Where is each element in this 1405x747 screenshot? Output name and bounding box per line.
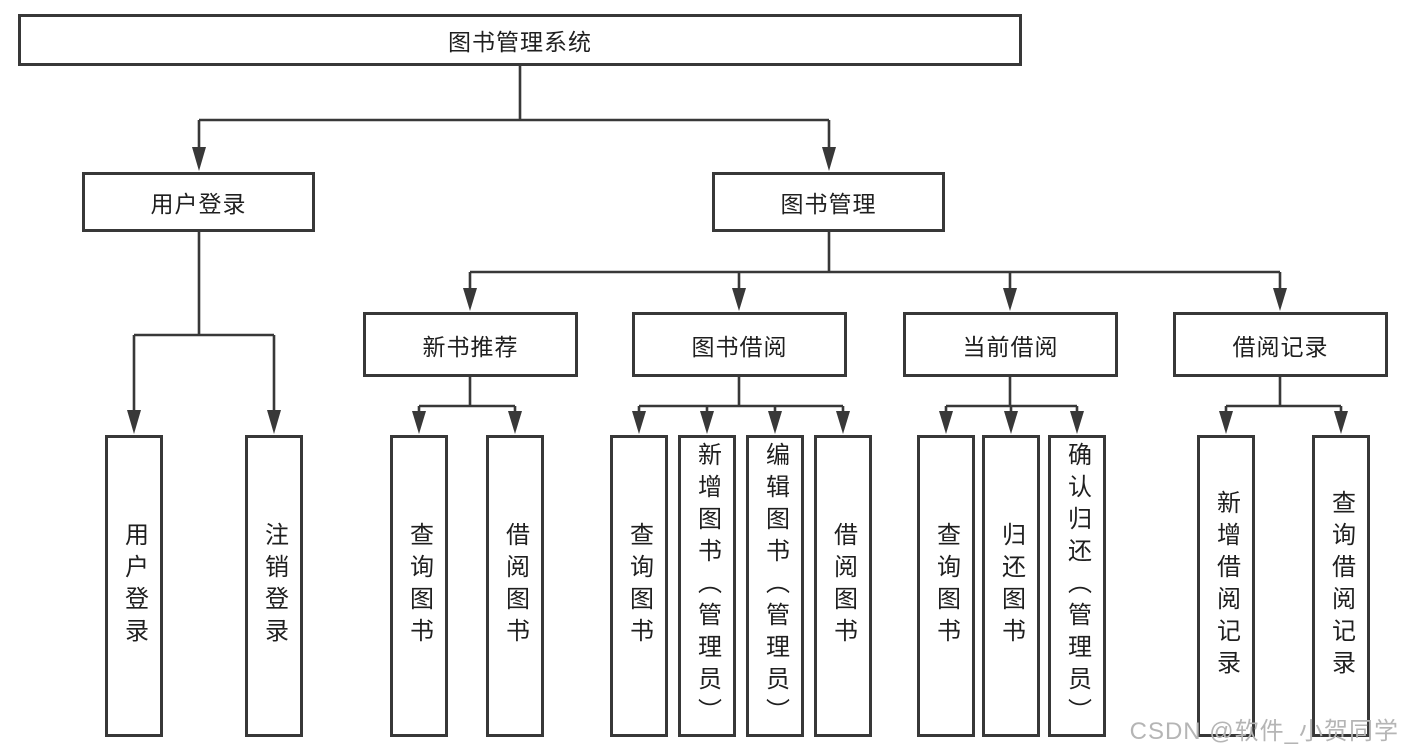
leaf-user-login-label: 用户登录 <box>120 522 148 650</box>
node-new-book-recommend-label: 新书推荐 <box>422 333 519 360</box>
leaf-query-books-current-label: 查询图书 <box>932 522 960 650</box>
node-book-borrow: 图书借阅 <box>632 312 847 377</box>
leaf-confirm-return-admin: 确认归还（管理员） <box>1048 435 1106 737</box>
leaf-query-books-borrow: 查询图书 <box>610 435 668 737</box>
leaf-user-login: 用户登录 <box>105 435 163 737</box>
node-borrow-records-label: 借阅记录 <box>1232 333 1329 360</box>
node-borrow-records: 借阅记录 <box>1173 312 1388 377</box>
leaf-logout-label: 注销登录 <box>260 522 288 650</box>
leaf-add-borrow-record: 新增借阅记录 <box>1197 435 1255 737</box>
leaf-add-book-admin-label: 新增图书（管理员） <box>693 442 721 730</box>
leaf-query-books-current: 查询图书 <box>917 435 975 737</box>
node-current-borrow-label: 当前借阅 <box>962 333 1059 360</box>
leaf-edit-book-admin: 编辑图书（管理员） <box>746 435 804 737</box>
leaf-borrow-books-borrow: 借阅图书 <box>814 435 872 737</box>
leaf-query-books-recommend-label: 查询图书 <box>405 522 433 650</box>
leaf-logout: 注销登录 <box>245 435 303 737</box>
leaf-add-borrow-record-label: 新增借阅记录 <box>1212 490 1240 682</box>
leaf-query-borrow-record-label: 查询借阅记录 <box>1327 490 1355 682</box>
leaf-query-books-recommend: 查询图书 <box>390 435 448 737</box>
leaf-borrow-books-recommend: 借阅图书 <box>486 435 544 737</box>
leaf-query-borrow-record: 查询借阅记录 <box>1312 435 1370 737</box>
leaf-confirm-return-admin-label: 确认归还（管理员） <box>1063 442 1091 730</box>
leaf-return-books-label: 归还图书 <box>997 522 1025 650</box>
wire-bookmgmt-to-level3 <box>468 232 1282 290</box>
leaf-borrow-books-borrow-label: 借阅图书 <box>829 522 857 650</box>
node-new-book-recommend: 新书推荐 <box>363 312 578 377</box>
node-user-login: 用户登录 <box>82 172 315 232</box>
wire-borrow-to-leaves <box>637 377 845 412</box>
wire-root-to-level2 <box>197 66 831 150</box>
wire-records-to-leaves <box>1224 377 1343 412</box>
node-root-label: 图书管理系统 <box>448 29 592 55</box>
arrowheads <box>127 147 1348 434</box>
leaf-edit-book-admin-label: 编辑图书（管理员） <box>761 442 789 730</box>
node-current-borrow: 当前借阅 <box>903 312 1118 377</box>
node-user-login-label: 用户登录 <box>150 191 247 217</box>
node-book-management-label: 图书管理 <box>780 191 877 217</box>
leaf-borrow-books-recommend-label: 借阅图书 <box>501 522 529 650</box>
node-book-borrow-label: 图书借阅 <box>691 333 788 360</box>
node-book-management: 图书管理 <box>712 172 945 232</box>
leaf-return-books: 归还图书 <box>982 435 1040 737</box>
leaf-add-book-admin: 新增图书（管理员） <box>678 435 736 737</box>
wire-current-to-leaves <box>944 377 1079 412</box>
watermark: CSDN @软件_小贺同学 <box>1129 718 1399 745</box>
wire-recommend-to-leaves <box>417 377 517 412</box>
leaf-query-books-borrow-label: 查询图书 <box>625 522 653 650</box>
wire-userlogin-to-leaves <box>132 232 276 412</box>
node-root: 图书管理系统 <box>18 14 1022 66</box>
